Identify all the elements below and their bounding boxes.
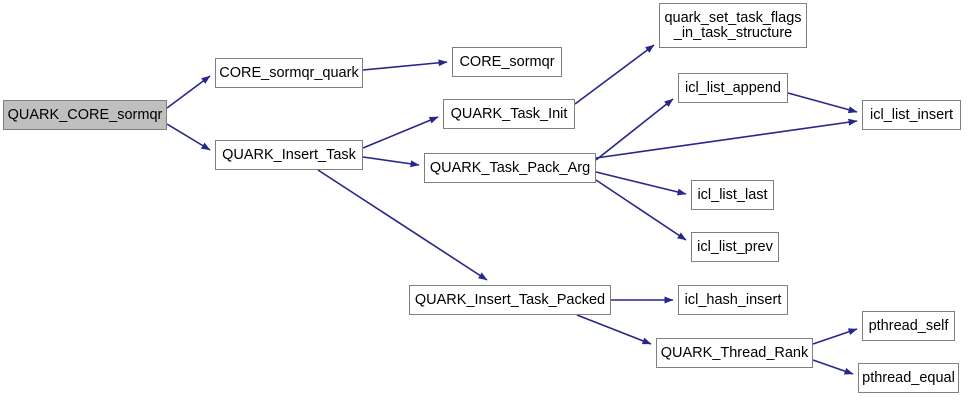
graph-node-quark_thread_rank[interactable]: QUARK_Thread_Rank <box>656 338 813 368</box>
graph-node-label: QUARK_Insert_Task_Packed <box>414 291 606 308</box>
edge-group <box>166 44 858 375</box>
graph-node-quark_set_task_flags[interactable]: quark_set_task_flags _in_task_structure <box>659 3 807 48</box>
edge-quark_task_init-to-quark_set_task_flags <box>574 44 655 105</box>
graph-node-quark_insert_task_packed[interactable]: QUARK_Insert_Task_Packed <box>409 285 611 315</box>
edge-quark_task_pack_arg-to-icl_list_append <box>595 98 674 161</box>
edge-quark_task_pack_arg-to-icl_list_prev <box>595 179 687 241</box>
graph-node-label: icl_hash_insert <box>684 291 782 308</box>
edge-quark_insert_task-to-quark_task_pack_arg <box>362 156 420 168</box>
edge-quark_insert_task_packed-to-quark_thread_rank <box>576 314 652 345</box>
graph-node-label: QUARK_Task_Pack_Arg <box>429 159 591 176</box>
graph-node-label: pthread_equal <box>862 369 955 386</box>
graph-node-label: pthread_self <box>868 317 949 334</box>
graph-node-quark_insert_task[interactable]: QUARK_Insert_Task <box>215 140 363 170</box>
graph-node-icl_list_insert[interactable]: icl_list_insert <box>862 100 961 130</box>
graph-node-label: CORE_sormqr <box>459 53 555 70</box>
edge-quark_insert_task-to-quark_task_init <box>362 116 439 149</box>
graph-node-label: icl_list_append <box>685 79 781 96</box>
graph-node-label: icl_list_prev <box>697 238 773 255</box>
graph-node-label: icl_list_last <box>697 186 768 203</box>
edge-quark_core_sormqr-to-quark_insert_task <box>166 123 211 151</box>
graph-node-label: CORE_sormqr_quark <box>219 64 359 81</box>
edge-quark_thread_rank-to-pthread_equal <box>812 359 854 375</box>
graph-node-icl_list_prev[interactable]: icl_list_prev <box>691 232 779 262</box>
graph-node-quark_task_pack_arg[interactable]: QUARK_Task_Pack_Arg <box>424 153 596 183</box>
graph-node-label: QUARK_Task_Init <box>450 105 568 122</box>
graph-node-icl_list_append[interactable]: icl_list_append <box>678 73 788 103</box>
graph-node-quark_task_init[interactable]: QUARK_Task_Init <box>443 99 575 129</box>
graph-node-icl_hash_insert[interactable]: icl_hash_insert <box>678 285 788 315</box>
graph-node-label: icl_list_insert <box>870 106 953 123</box>
graph-node-label: QUARK_Thread_Rank <box>660 344 809 361</box>
graph-node-pthread_equal[interactable]: pthread_equal <box>858 363 959 393</box>
graph-node-label: quark_set_task_flags _in_task_structure <box>664 9 802 41</box>
edge-quark_task_pack_arg-to-icl_list_last <box>595 171 687 196</box>
graph-node-core_sormqr[interactable]: CORE_sormqr <box>452 47 562 77</box>
edge-core_sormqr_quark-to-core_sormqr <box>362 59 448 71</box>
edge-quark_core_sormqr-to-core_sormqr_quark <box>166 75 211 109</box>
edge-quark_thread_rank-to-pthread_self <box>812 328 858 345</box>
graph-node-label: QUARK_CORE_sormqr <box>7 106 163 123</box>
graph-node-label: QUARK_Insert_Task <box>222 146 356 163</box>
edge-quark_insert_task-to-quark_insert_task_packed <box>317 169 488 281</box>
graph-node-pthread_self[interactable]: pthread_self <box>862 311 955 341</box>
graph-node-icl_list_last[interactable]: icl_list_last <box>691 180 774 210</box>
graph-node-quark_core_sormqr[interactable]: QUARK_CORE_sormqr <box>3 100 167 130</box>
graph-node-core_sormqr_quark[interactable]: CORE_sormqr_quark <box>215 58 363 88</box>
edge-icl_list_append-to-icl_list_insert <box>787 92 858 114</box>
edge-quark_task_pack_arg-to-icl_list_insert <box>595 118 858 159</box>
